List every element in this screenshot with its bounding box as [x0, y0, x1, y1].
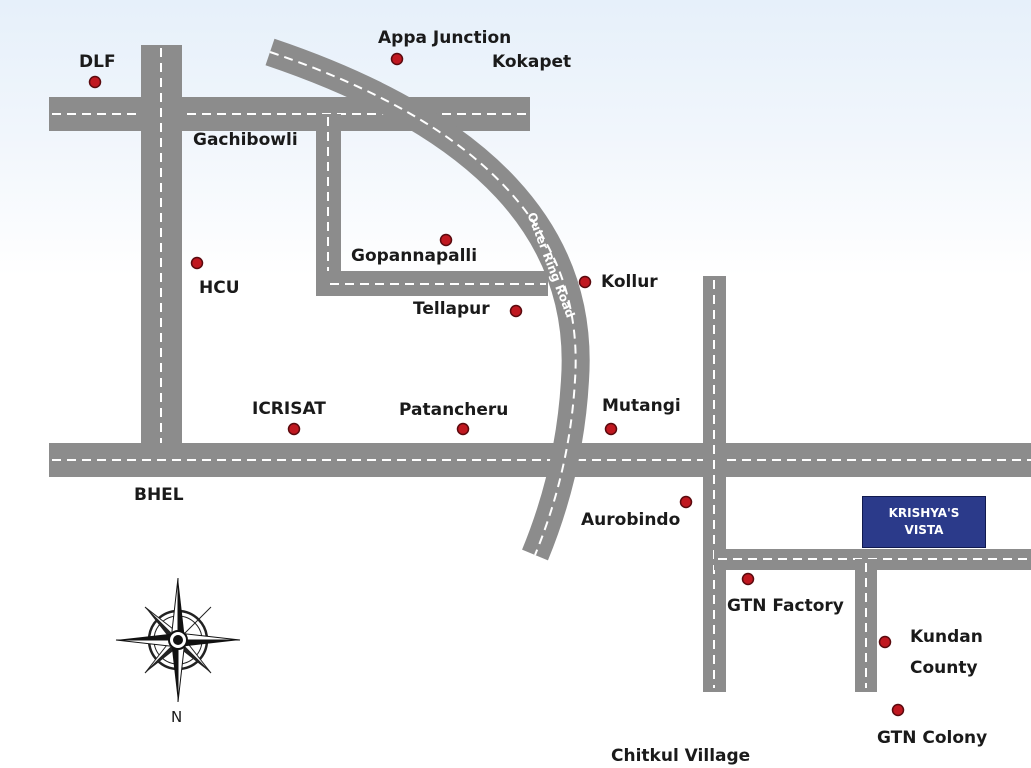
compass-rose-icon [115, 577, 241, 703]
label-gtn-factory: GTN Factory [727, 596, 844, 616]
label-mutangi: Mutangi [602, 396, 681, 416]
label-gopannapalli: Gopannapalli [351, 246, 478, 266]
label-chitkul-village: Chitkul Village [611, 746, 751, 766]
label-bhel: BHEL [134, 485, 184, 505]
label-aurobindo: Aurobindo [581, 510, 681, 530]
label-dlf: DLF [79, 52, 116, 72]
label-gachibowli: Gachibowli [193, 130, 298, 150]
label-kundan-county-line1: Kundan [910, 627, 983, 647]
marker-tellapur [509, 304, 523, 318]
label-kokapet: Kokapet [492, 52, 572, 72]
marker-patancheru [456, 422, 470, 436]
label-gtn-colony: GTN Colony [877, 728, 988, 748]
label-tellapur: Tellapur [413, 299, 490, 319]
label-kundan-county-line2: County [910, 658, 978, 678]
marker-aurobindo [679, 495, 693, 509]
label-hcu: HCU [199, 278, 240, 298]
label-kundan-county: Kundan County [910, 622, 983, 684]
marker-gtn-factory [741, 572, 755, 586]
marker-mutangi [604, 422, 618, 436]
marker-hcu [190, 256, 204, 270]
label-appa-junction: Appa Junction [378, 28, 512, 48]
compass-north-label: N [171, 708, 183, 726]
roads [49, 38, 1031, 692]
project-site-box: KRISHYA'S VISTA [862, 496, 986, 548]
marker-gopannapalli [439, 233, 453, 247]
label-patancheru: Patancheru [399, 400, 509, 420]
marker-gtn-colony [891, 703, 905, 717]
marker-kundan-county [878, 635, 892, 649]
label-kollur: Kollur [601, 272, 658, 292]
location-markers [88, 52, 905, 717]
road-gopannapalli-horizontal [316, 271, 548, 296]
marker-appa-junction [390, 52, 404, 66]
label-icrisat: ICRISAT [252, 399, 326, 419]
project-name-line2: VISTA [904, 523, 944, 537]
project-name-line1: KRISHYA'S [888, 506, 960, 520]
road-gopannapalli-vertical [316, 114, 341, 296]
marker-icrisat [287, 422, 301, 436]
marker-dlf [88, 75, 102, 89]
marker-kollur [578, 275, 592, 289]
